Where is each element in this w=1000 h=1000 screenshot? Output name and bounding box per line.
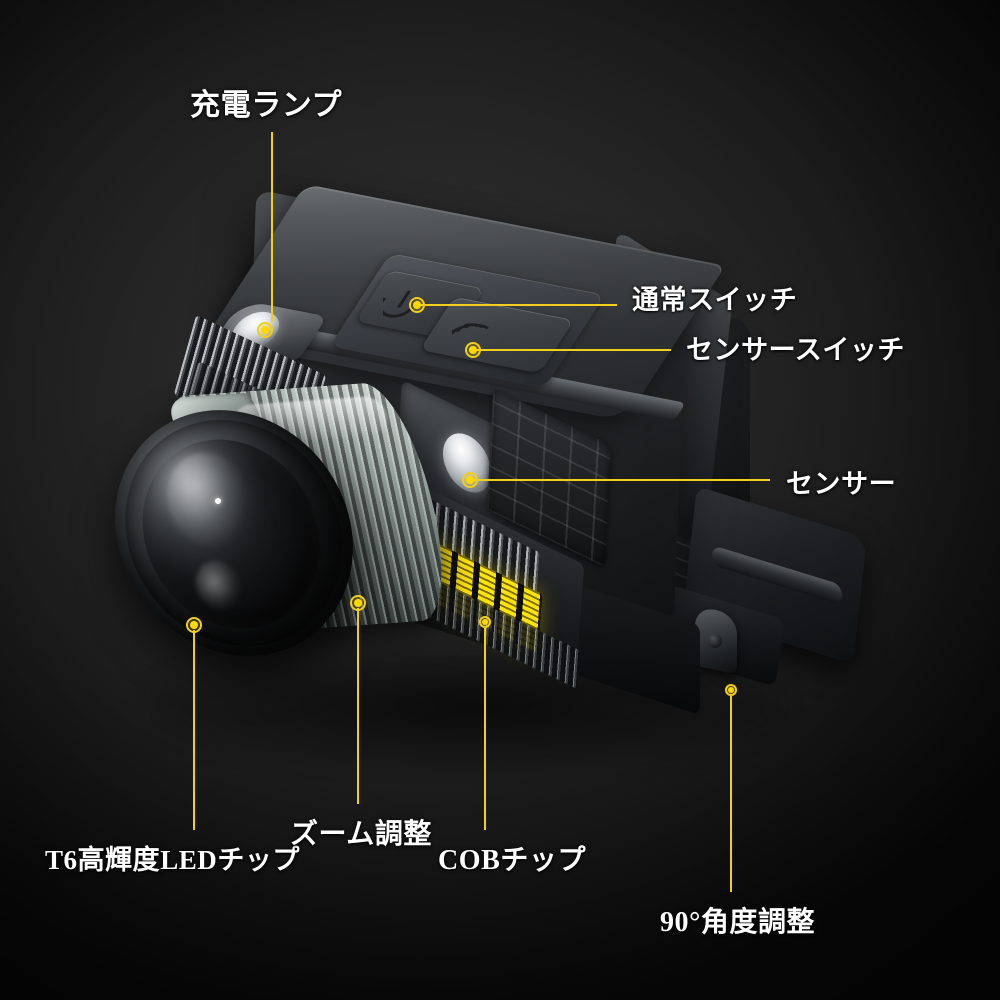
marker-cob-chip <box>479 616 491 628</box>
marker-zoom-adjust <box>350 595 366 611</box>
lens-specular-dot <box>215 498 221 504</box>
label-cob-chip: COBチップ <box>438 845 587 876</box>
label-sensor-switch: センサースイッチ <box>686 335 905 365</box>
leader-line-sensor-switch <box>473 349 671 351</box>
marker-t6-led-chip <box>186 617 202 633</box>
marker-sensor-switch <box>465 342 481 358</box>
label-t6-led-chip: T6高輝度LEDチップ <box>45 845 300 875</box>
leader-line-t6-led-chip <box>193 630 195 830</box>
leader-line-sensor <box>470 479 770 481</box>
leader-line-cob-chip <box>484 628 486 830</box>
angle-hinge-pin <box>708 634 722 648</box>
label-angle-adjust: 90°角度調整 <box>660 907 816 938</box>
marker-sensor <box>462 472 478 488</box>
label-sensor: センサー <box>786 469 897 499</box>
marker-angle-adjust <box>725 684 737 696</box>
label-zoom-adjust: ズーム調整 <box>290 819 432 850</box>
leader-line-zoom-adjust <box>357 608 359 804</box>
leader-line-charging-lamp <box>271 132 273 322</box>
label-charging-lamp: 充電ランプ <box>190 89 343 122</box>
leader-line-normal-switch <box>417 304 617 306</box>
leader-line-angle-adjust <box>730 696 732 892</box>
marker-charging-lamp <box>257 322 273 338</box>
label-normal-switch: 通常スイッチ <box>632 285 798 315</box>
marker-normal-switch <box>409 297 425 313</box>
